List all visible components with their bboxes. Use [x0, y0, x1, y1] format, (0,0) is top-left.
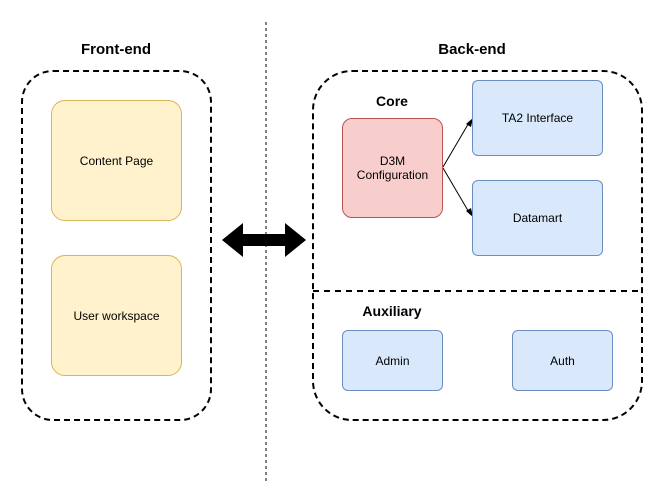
datamart-box[interactable]: Datamart [472, 180, 603, 256]
d3m-to-datamart-arrowhead [466, 208, 473, 217]
backend-title: Back-end [438, 41, 506, 58]
core-title: Core [376, 93, 408, 109]
d3m-to-ta2-arrow [442, 120, 471, 168]
frontend-title: Front-end [81, 41, 151, 58]
auxiliary-title: Auxiliary [362, 303, 422, 319]
frontend-container [21, 70, 212, 421]
user-workspace-box[interactable]: User workspace [51, 255, 182, 376]
d3m-configuration-box[interactable]: D3M Configuration [342, 118, 443, 218]
d3m-to-ta2-arrowhead [466, 118, 473, 127]
bidirectional-arrow [222, 223, 306, 257]
backend-container [312, 70, 643, 421]
auth-box[interactable]: Auth [512, 330, 613, 391]
content-page-box[interactable]: Content Page [51, 100, 182, 221]
ta2-interface-box[interactable]: TA2 Interface [472, 80, 603, 156]
d3m-to-datamart-arrow [442, 167, 471, 215]
admin-box[interactable]: Admin [342, 330, 443, 391]
